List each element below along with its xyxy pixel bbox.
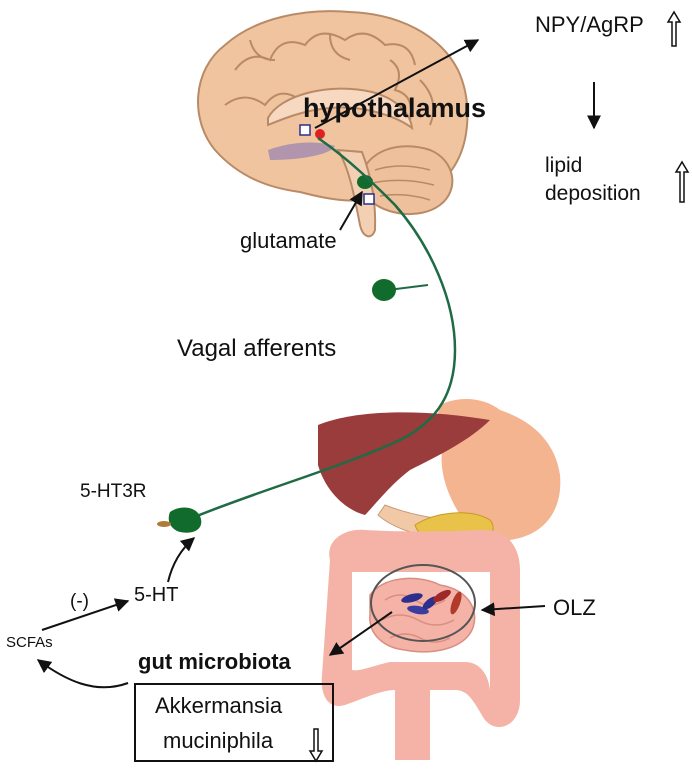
npy-agrp-label: NPY/AgRP <box>535 12 644 37</box>
arrow-to-npy <box>314 39 480 129</box>
scfas-label: SCFAs <box>6 634 53 651</box>
hypothalamus-marker <box>299 124 311 136</box>
arrow-glutamate-to-brainstem <box>339 190 363 231</box>
abdomen-illustration <box>318 398 561 760</box>
arrows <box>36 39 601 689</box>
arrow-gut-to-microbiota <box>328 611 393 656</box>
up-indicator-npy <box>666 10 682 47</box>
arrow-microbiota-to-scfas <box>36 659 129 689</box>
akkermansia-box <box>134 683 334 762</box>
glutamate-label: glutamate <box>240 228 337 253</box>
5ht-label: 5-HT <box>134 584 179 606</box>
cell-nucleus <box>157 521 171 527</box>
vagal-afferents-label: Vagal afferents <box>177 335 337 362</box>
brainstem-marker <box>363 193 375 205</box>
gut-microbiota-label: gut microbiota <box>138 649 291 674</box>
nodose-ganglion <box>372 279 396 301</box>
up-indicator-lipid <box>674 160 690 203</box>
hypothalamus-red-nucleus <box>315 129 325 139</box>
bacteria-red-1 <box>433 589 451 603</box>
lipid-deposition-label: lipid deposition <box>545 154 641 205</box>
olz-label: OLZ <box>553 595 596 620</box>
bacteria-red-2 <box>450 591 462 615</box>
vagal-pathway <box>157 136 457 533</box>
arrow-olz-to-gut <box>480 602 546 617</box>
hypothalamus-label: hypothalamus <box>303 93 487 123</box>
brain-corpus-callosum <box>267 87 414 131</box>
bacteria-blue-1 <box>401 593 423 603</box>
vagal-nerve-line <box>191 136 457 520</box>
akkermansia-label-line2: muciniphila <box>163 728 274 753</box>
arrow-scfas-to-5ht <box>41 598 130 631</box>
gut-focus-circle <box>370 564 476 642</box>
intestine-small <box>369 577 476 653</box>
5ht3r-label: 5-HT3R <box>80 481 147 502</box>
down-indicator-akkermansia <box>308 728 324 763</box>
enterochromaffin-cell <box>168 507 202 533</box>
brain-purple-tract <box>268 142 335 160</box>
inhibition-label: (-) <box>70 591 89 612</box>
brain-gyri <box>224 32 435 126</box>
arrow-5ht-to-receptor <box>167 537 196 583</box>
akkermansia-label-line1: Akkermansia <box>155 693 283 718</box>
brain-illustration <box>197 10 469 238</box>
liver <box>318 412 490 515</box>
